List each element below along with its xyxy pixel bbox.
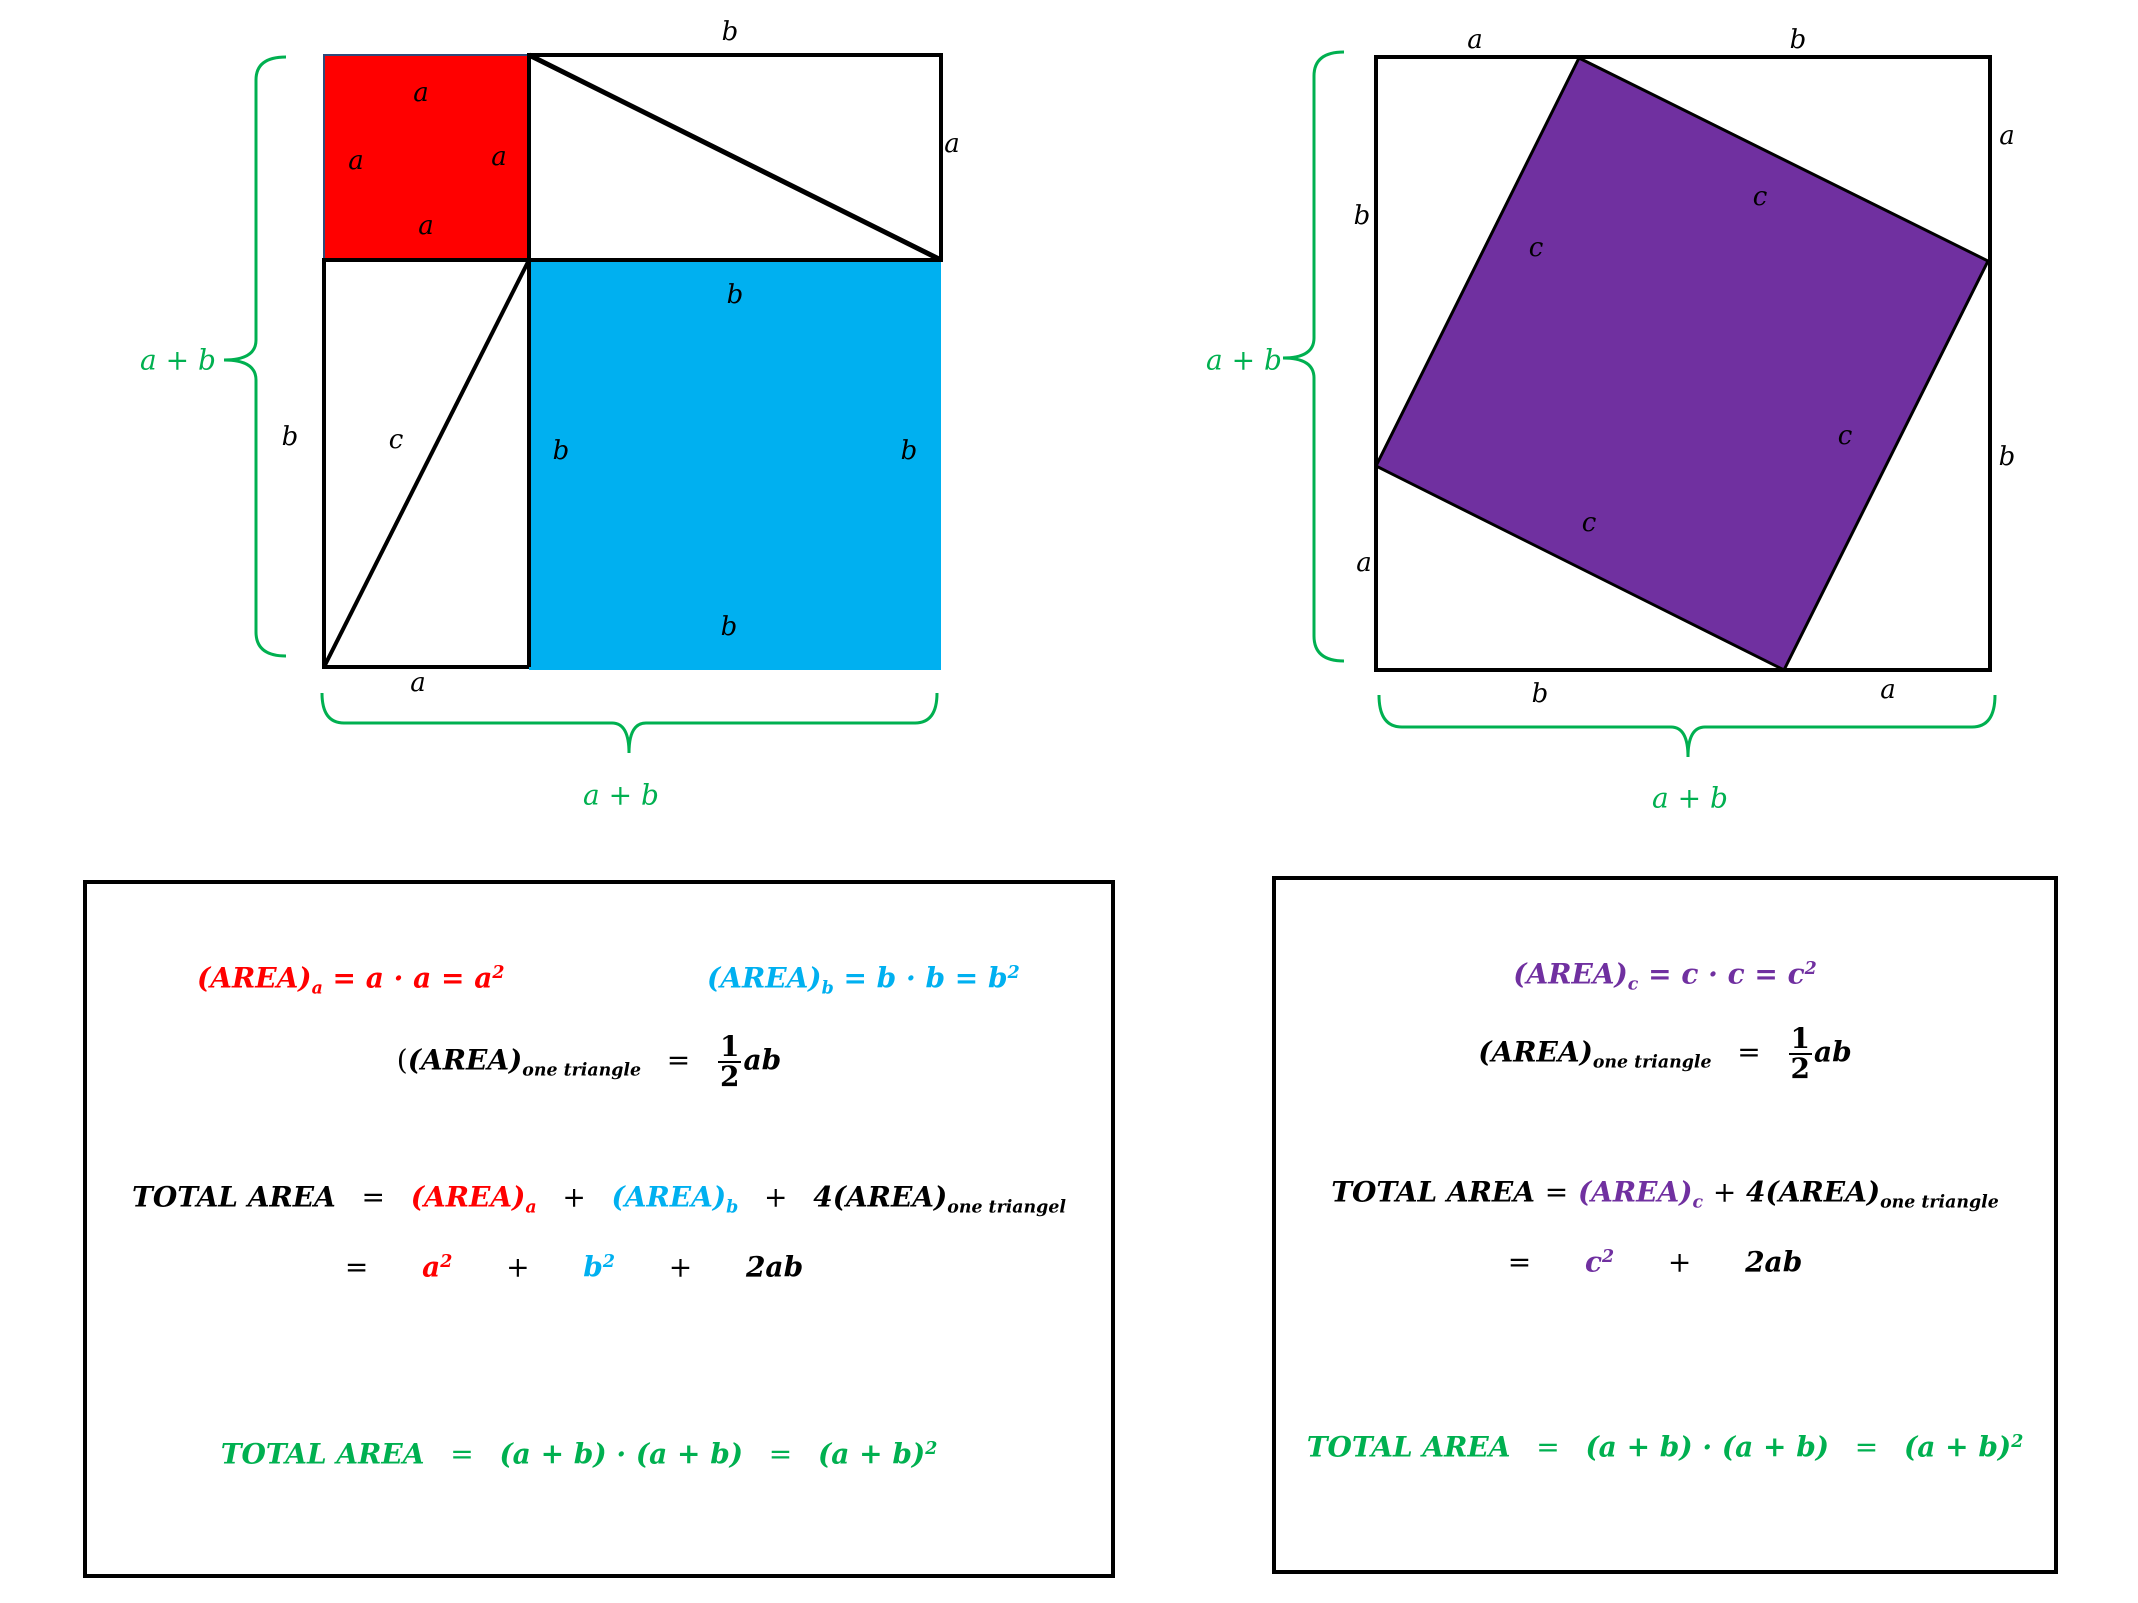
purple-label-left: c: [1528, 233, 1544, 263]
red-label-right: a: [491, 142, 507, 172]
label-bottom-a: a: [410, 668, 426, 698]
right-brace-bottom-label: a + b: [1652, 781, 1728, 815]
area-a-formula: (AREA)a = a · a = a2: [197, 961, 505, 999]
blue-label-top: b: [726, 280, 744, 310]
label-hyp-c: c: [388, 425, 404, 455]
right-left-brace: [1282, 50, 1345, 663]
purple-label-right: c: [1837, 421, 1853, 451]
blue-label-bottom: b: [720, 612, 738, 642]
total-area-sum: TOTAL AREA = (AREA)c + 4(AREA)one triang…: [1331, 1175, 1999, 1213]
right-brace-left-label: a + b: [1206, 343, 1282, 377]
bottom-brace-label: a + b: [583, 778, 659, 812]
label-right-b: b: [1998, 442, 2016, 472]
red-label-left: a: [348, 146, 364, 176]
top-rect-diagonal: [527, 52, 943, 263]
total-area-expanded: = c2 + 2ab: [1507, 1245, 1803, 1279]
bottom-brace: [320, 692, 939, 754]
label-left-a: a: [1356, 548, 1372, 578]
bottom-rect-diagonal: [322, 259, 531, 668]
label-bottom-a: a: [1880, 675, 1896, 705]
red-label-top: a: [413, 78, 429, 108]
label-right-a: a: [1999, 121, 2015, 151]
purple-label-top: c: [1752, 182, 1768, 212]
left-brace: [223, 55, 287, 658]
total-area-expanded: = a2 + b2 + 2ab: [344, 1250, 804, 1284]
label-top-b: b: [1789, 25, 1807, 55]
left-figure: [223, 52, 943, 754]
area-c-formula: (AREA)c = c · c = c2: [1513, 957, 1817, 995]
red-square-a: [323, 54, 530, 261]
total-area-square: TOTAL AREA = (a + b) · (a + b) = (a + b)…: [1306, 1430, 2024, 1464]
red-label-bottom: a: [418, 211, 434, 241]
purple-label-bottom: c: [1581, 508, 1597, 538]
right-bottom-brace: [1377, 694, 1997, 758]
label-bottom-b: b: [1531, 679, 1549, 709]
right-formula-box: (AREA)c = c · c = c2 (AREA)one triangle …: [1272, 876, 2058, 1574]
left-formula-box: (AREA)a = a · a = a2 (AREA)b = b · b = b…: [83, 880, 1115, 1578]
label-left-b: b: [281, 422, 299, 452]
label-left-b: b: [1353, 201, 1371, 231]
blue-square-b: [529, 260, 941, 670]
right-figure: [1282, 50, 1997, 758]
blue-label-left: b: [552, 436, 570, 466]
blue-label-right: b: [900, 436, 918, 466]
total-area-square: TOTAL AREA = (a + b) · (a + b) = (a + b)…: [220, 1437, 938, 1471]
label-top-b: b: [721, 17, 739, 47]
purple-square-c: [1373, 55, 1991, 673]
label-top-a: a: [1467, 25, 1483, 55]
label-right-a: a: [944, 129, 960, 159]
area-b-formula: (AREA)b = b · b = b2: [707, 961, 1020, 999]
left-brace-label: a + b: [140, 343, 216, 377]
total-area-sum: TOTAL AREA = (AREA)a + (AREA)b + 4(AREA)…: [132, 1180, 1066, 1218]
